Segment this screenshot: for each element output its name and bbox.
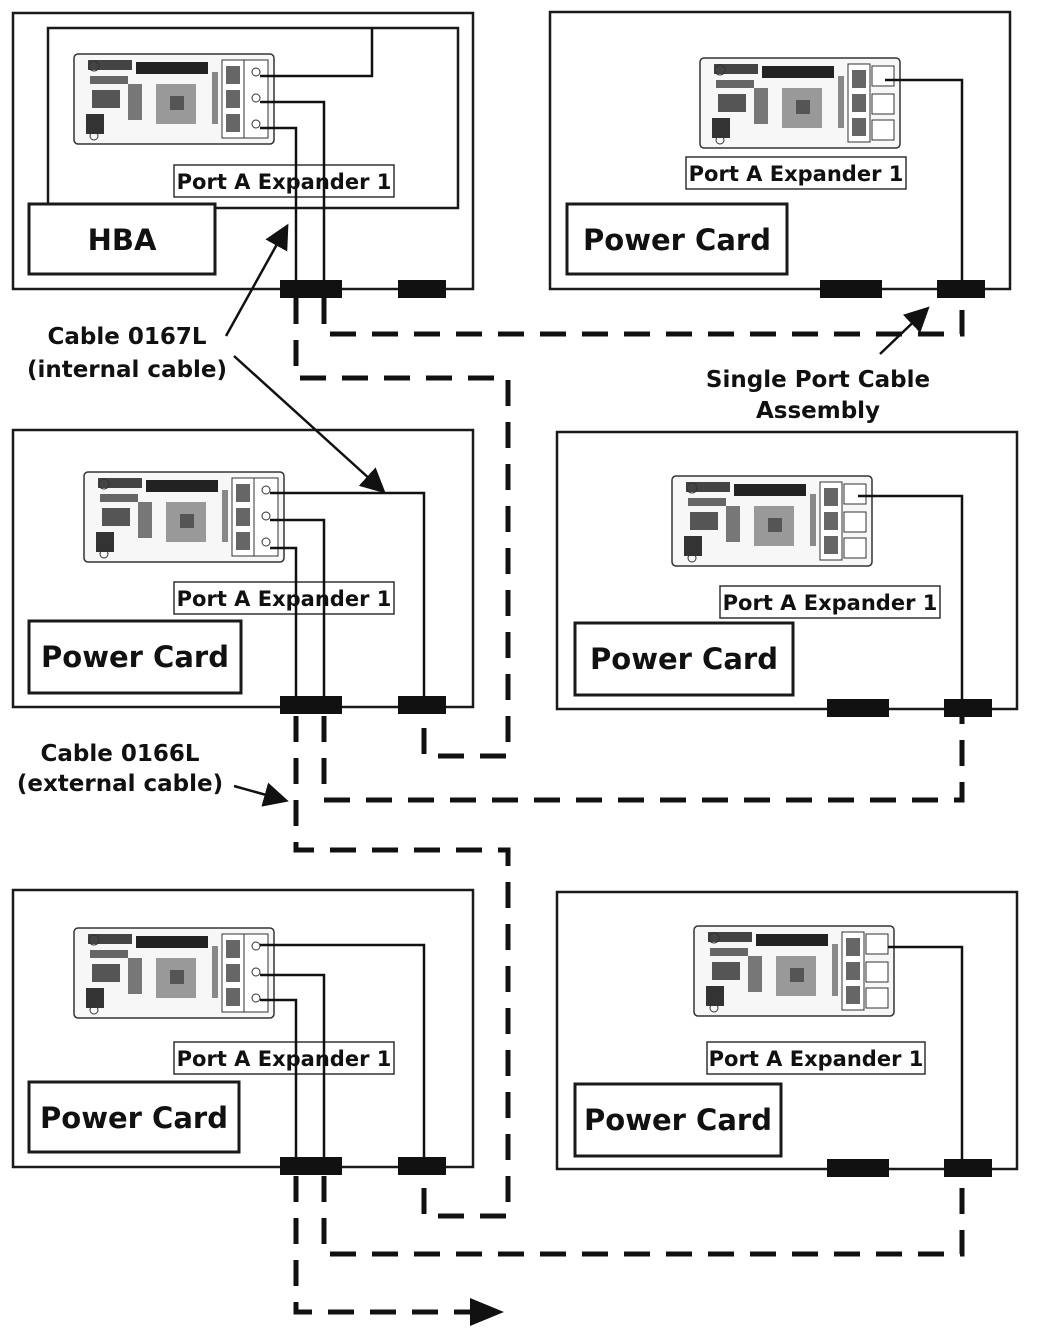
- annotation-cable-0166l: Cable 0166L (external cable): [17, 741, 289, 807]
- expander-board: [671, 475, 873, 567]
- expander-board: [699, 57, 901, 149]
- port-label-box: [706, 1041, 926, 1075]
- connector: [280, 696, 342, 714]
- internal-cable: [260, 943, 426, 1166]
- annotation-line: Single Port Cable: [706, 367, 930, 393]
- port-a-expander-label: Port A Expander 1: [177, 170, 392, 194]
- connector: [827, 1159, 889, 1177]
- external-cable-continuation: [293, 1176, 470, 1315]
- connector: [398, 696, 446, 714]
- port-label-box: [173, 581, 395, 615]
- internal-cable: [858, 494, 964, 708]
- port-a-expander-label: Port A Expander 1: [177, 1047, 392, 1071]
- external-cables: [293, 298, 965, 1326]
- power-card-box: [573, 1082, 783, 1158]
- port-a-expander-label: Port A Expander 1: [709, 1047, 924, 1071]
- port-label-box: [685, 156, 907, 190]
- enclosure-power-card-middle-left: Port A Expander 1 Power Card: [11, 428, 475, 714]
- enclosure-power-card-top-right: Port A Expander 1 Power Card: [548, 10, 1012, 298]
- enclosure-power-card-middle-right: Port A Expander 1 Power Card: [555, 430, 1019, 717]
- connector: [937, 280, 985, 298]
- pointer-arrow: [879, 306, 930, 355]
- enclosure-power-card-bottom-right: Port A Expander 1 Power Card: [555, 890, 1019, 1177]
- annotation-line: (internal cable): [27, 357, 227, 383]
- pointer-arrow: [224, 223, 289, 337]
- internal-cable: [270, 518, 326, 706]
- power-card-box: [573, 621, 795, 697]
- connector: [827, 699, 889, 717]
- internal-cable: [270, 546, 298, 706]
- annotation-line: Assembly: [756, 398, 880, 424]
- annotation-line: (external cable): [17, 771, 223, 797]
- connector: [820, 280, 882, 298]
- external-cable: [321, 716, 965, 803]
- port-label-box: [719, 585, 941, 619]
- internal-cable: [885, 78, 964, 290]
- connector: [398, 1157, 446, 1175]
- internal-cable: [270, 491, 426, 706]
- external-cable: [321, 1176, 965, 1257]
- port-label-box: [173, 1041, 395, 1075]
- pointer-arrow: [233, 355, 386, 494]
- expander-board: [73, 53, 275, 145]
- internal-cable: [260, 100, 326, 290]
- annotation-line: Cable 0166L: [40, 741, 199, 767]
- power-card-label: Power Card: [584, 1103, 772, 1137]
- power-card-box: [27, 619, 243, 695]
- power-card-label: Power Card: [40, 1101, 228, 1135]
- expander-board: [693, 925, 895, 1017]
- port-a-expander-label: Port A Expander 1: [689, 162, 904, 186]
- expander-board: [73, 927, 275, 1019]
- expander-board: [83, 471, 285, 563]
- annotation-cable-0167l: Cable 0167L (internal cable): [27, 223, 386, 494]
- internal-cable: [260, 28, 374, 78]
- enclosure-hba: Port A Expander 1 HBA: [11, 11, 475, 298]
- external-cable: [293, 716, 511, 1219]
- internal-cable: [260, 126, 298, 290]
- internal-cable: [888, 945, 964, 1168]
- power-card-box: [27, 1080, 241, 1154]
- power-card-box: [565, 202, 789, 276]
- power-card-label: Power Card: [583, 223, 771, 257]
- external-cable: [293, 298, 511, 759]
- hba-box: [27, 202, 217, 276]
- power-card-label: Power Card: [590, 642, 778, 676]
- port-a-expander-label: Port A Expander 1: [177, 587, 392, 611]
- internal-cable: [260, 998, 298, 1166]
- pointer-arrow: [233, 782, 289, 807]
- annotation-single-port: Single Port Cable Assembly: [706, 306, 930, 424]
- enclosure-power-card-bottom-left: Port A Expander 1 Power Card: [11, 888, 475, 1175]
- power-card-label: Power Card: [41, 640, 229, 674]
- connector: [944, 699, 992, 717]
- connector: [398, 280, 446, 298]
- port-label-box: [173, 164, 395, 198]
- hba-label: HBA: [88, 223, 157, 257]
- connector: [280, 280, 342, 298]
- connector: [944, 1159, 992, 1177]
- connector: [280, 1157, 342, 1175]
- external-cable: [321, 298, 965, 337]
- port-a-expander-label: Port A Expander 1: [723, 591, 938, 615]
- annotation-line: Cable 0167L: [47, 324, 206, 350]
- continuation-arrow-icon: [470, 1298, 504, 1326]
- internal-cable: [260, 973, 326, 1166]
